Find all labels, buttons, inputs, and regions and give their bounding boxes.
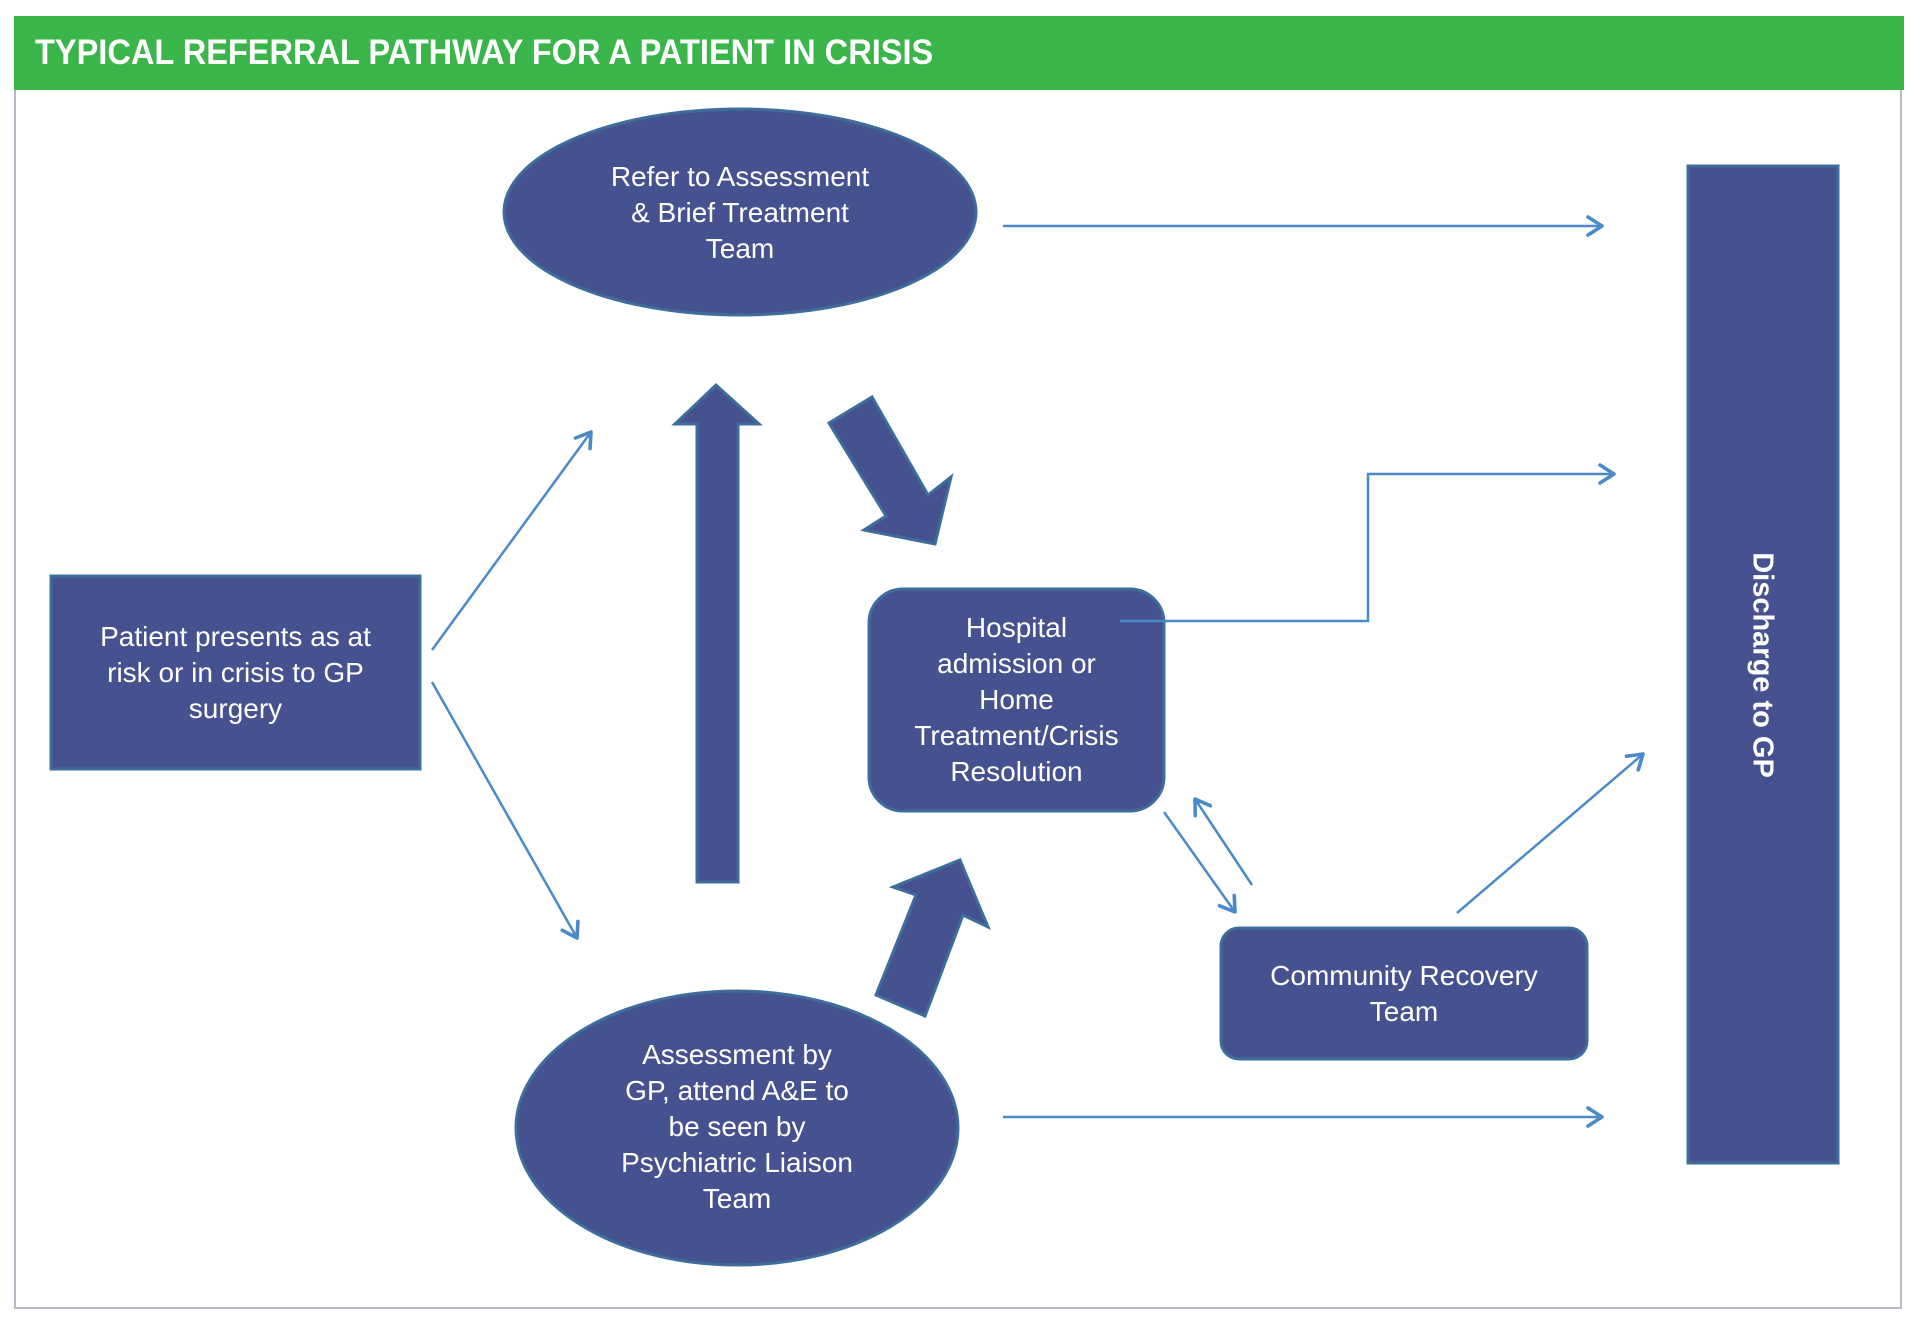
block-arrow-up-right (874, 858, 991, 1018)
node-hospital (867, 587, 1166, 813)
node-refer-assessment (502, 107, 978, 317)
connector-patient-to-assessment (430, 681, 580, 940)
label-community: Community Recovery Team (1270, 959, 1538, 1027)
node-assessment-gp (514, 989, 960, 1267)
diagram-title: TYPICAL REFERRAL PATHWAY FOR A PATIENT I… (35, 33, 934, 72)
node-community (1219, 926, 1589, 1061)
node-patient (49, 574, 422, 771)
label-patient: Patient presents as at risk or in crisis… (100, 620, 371, 724)
label-refer-assessment: Refer to Assessment & Brief Treatment Te… (610, 161, 870, 264)
label-discharge: Discharge to GP (1746, 552, 1779, 778)
connector-hospital-to-discharge (1120, 463, 1616, 623)
connector-community-to-hospital (1193, 797, 1254, 886)
block-arrow-up (671, 382, 763, 884)
connector-community-to-discharge (1456, 752, 1645, 914)
label-assessment-gp: Assessment by GP, attend A&E to be seen … (621, 1039, 853, 1214)
connector-patient-to-refer (430, 430, 593, 651)
block-arrow-down-right (826, 394, 954, 546)
node-discharge (1686, 164, 1840, 1165)
header-banner: TYPICAL REFERRAL PATHWAY FOR A PATIENT I… (14, 16, 1904, 90)
label-hospital: Hospital admission or Home Treatment/Cri… (914, 612, 1119, 787)
connector-hospital-to-community (1162, 811, 1237, 914)
